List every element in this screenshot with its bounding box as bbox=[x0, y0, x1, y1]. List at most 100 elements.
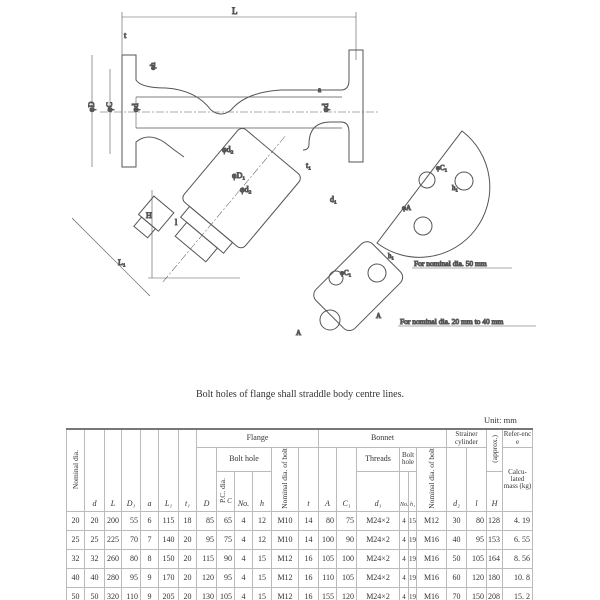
cell-d: 20 bbox=[84, 511, 105, 532]
cell-H: 153 bbox=[486, 530, 504, 551]
cell-t1: 20 bbox=[178, 530, 197, 551]
header-strainer: Strainer cylinder bbox=[446, 428, 488, 448]
cell-mass: 4. 19 bbox=[502, 511, 534, 532]
cell-threads: M24×2 bbox=[356, 587, 400, 600]
cell-d2: 40 bbox=[446, 530, 468, 551]
cell-mass: 8. 56 bbox=[502, 549, 534, 570]
cell-no: 4 bbox=[234, 568, 253, 589]
header-threads: Threads bbox=[356, 447, 400, 472]
label-phi-d2-top: φd₂ bbox=[222, 145, 234, 154]
cell-nominal-dia: 25 bbox=[66, 530, 85, 551]
cell-t1: 20 bbox=[178, 568, 197, 589]
header-C1: C₁ bbox=[336, 446, 357, 513]
label-d1: d₁ bbox=[330, 195, 337, 204]
label-phi-d2: φd₂ bbox=[240, 185, 252, 194]
cell-nominal-bolt: M12 bbox=[271, 549, 299, 570]
cell-A: 155 bbox=[318, 587, 337, 600]
cell-t1: 20 bbox=[178, 549, 197, 570]
cell-h1: 19 bbox=[408, 549, 417, 570]
cell-t1: 18 bbox=[178, 511, 197, 532]
cell-d2: 70 bbox=[446, 587, 468, 600]
cell-nominal-dia: 32 bbox=[66, 549, 85, 570]
cell-D: 95 bbox=[196, 530, 217, 551]
cell-D1: 55 bbox=[121, 511, 141, 532]
label-phi-A: φA bbox=[402, 204, 411, 212]
label-phi-C: φC bbox=[105, 102, 114, 112]
caption: Bolt holes of flange shall straddle body… bbox=[195, 389, 404, 400]
cell-a: 9 bbox=[140, 568, 159, 589]
label-phi-h: φh bbox=[149, 62, 157, 70]
header-C: C bbox=[227, 496, 232, 505]
header-D1: D₁ bbox=[121, 428, 141, 513]
cell-D1: 80 bbox=[121, 549, 141, 570]
cell-threads: M24×2 bbox=[356, 530, 400, 551]
cell-mass: 10. 8 bbox=[502, 568, 534, 589]
cell-C: 90 bbox=[216, 549, 235, 570]
cell-t: 16 bbox=[298, 549, 319, 570]
label-phi-D1: φD₁ bbox=[232, 171, 245, 180]
cell-bonnet-nominal-bolt: M12 bbox=[415, 511, 448, 532]
header-h: h bbox=[252, 470, 272, 513]
cell-D1: 95 bbox=[121, 568, 141, 589]
header-H: H bbox=[486, 470, 504, 513]
cell-H: 208 bbox=[486, 587, 504, 600]
cell-nominal-dia: 20 bbox=[66, 511, 85, 532]
cell-bonnet-nominal-bolt: M16 bbox=[415, 587, 448, 600]
label-h1-b: h₁ bbox=[388, 252, 394, 260]
note-nominal-20-40: For nominal dia. 20 mm to 40 mm bbox=[400, 317, 503, 326]
cell-H: 164 bbox=[486, 549, 504, 570]
header-bonnet: Bonnet bbox=[317, 428, 448, 448]
cell-l: 105 bbox=[466, 549, 488, 570]
cell-C1: 90 bbox=[336, 530, 357, 551]
dimension-table: Nominal dia. d L D₁ a L₁ t₁ Flange Bonne… bbox=[66, 428, 534, 600]
cell-L1: 170 bbox=[158, 568, 179, 589]
cell-C: 65 bbox=[216, 511, 235, 532]
cell-h: 15 bbox=[252, 549, 272, 570]
header-l: l bbox=[466, 446, 488, 513]
header-d1: d₁ bbox=[356, 470, 400, 513]
label-A-right: A bbox=[376, 312, 381, 320]
cell-L: 320 bbox=[104, 587, 122, 600]
cell-h: 12 bbox=[252, 511, 272, 532]
cell-L: 280 bbox=[104, 568, 122, 589]
header-L1: L₁ bbox=[158, 428, 179, 513]
cell-t: 16 bbox=[298, 587, 319, 600]
header-mass: Calcu-lated mass (kg) bbox=[502, 446, 534, 513]
cell-h1: 19 bbox=[408, 587, 417, 600]
cell-D: 120 bbox=[196, 568, 217, 589]
cell-nominal-bolt: M12 bbox=[271, 587, 299, 600]
cell-threads: M24×2 bbox=[356, 549, 400, 570]
header-L: L bbox=[104, 428, 122, 513]
cell-no: 4 bbox=[234, 530, 253, 551]
cell-L: 260 bbox=[104, 549, 122, 570]
unit-label: Unit: mm bbox=[484, 415, 517, 425]
header-t: t bbox=[298, 446, 319, 513]
cell-no: 4 bbox=[234, 587, 253, 600]
cell-no: 4 bbox=[234, 511, 253, 532]
cell-threads: M24×2 bbox=[356, 511, 400, 532]
header-no: No. bbox=[234, 470, 253, 513]
cell-bonnet-nominal-bolt: M16 bbox=[415, 530, 448, 551]
cell-D: 130 bbox=[196, 587, 217, 600]
cell-D: 85 bbox=[196, 511, 217, 532]
cell-d: 32 bbox=[84, 549, 105, 570]
cell-C: 75 bbox=[216, 530, 235, 551]
cell-h: 15 bbox=[252, 568, 272, 589]
cell-L: 225 bbox=[104, 530, 122, 551]
cell-mass: 6. 55 bbox=[502, 530, 534, 551]
cell-d2: 60 bbox=[446, 568, 468, 589]
cell-C: 95 bbox=[216, 568, 235, 589]
cell-l: 95 bbox=[466, 530, 488, 551]
header-reference: Refer-ence bbox=[502, 428, 534, 448]
cell-threads: M24×2 bbox=[356, 568, 400, 589]
cell-h: 12 bbox=[252, 530, 272, 551]
header-A: A bbox=[318, 446, 337, 513]
cell-C1: 120 bbox=[336, 587, 357, 600]
cell-a: 9 bbox=[140, 587, 159, 600]
cell-a: 7 bbox=[140, 530, 159, 551]
cell-l: 150 bbox=[466, 587, 488, 600]
cell-d: 25 bbox=[84, 530, 105, 551]
cell-nominal-bolt: M12 bbox=[271, 568, 299, 589]
cell-bonnet-no: 4 bbox=[399, 511, 409, 532]
